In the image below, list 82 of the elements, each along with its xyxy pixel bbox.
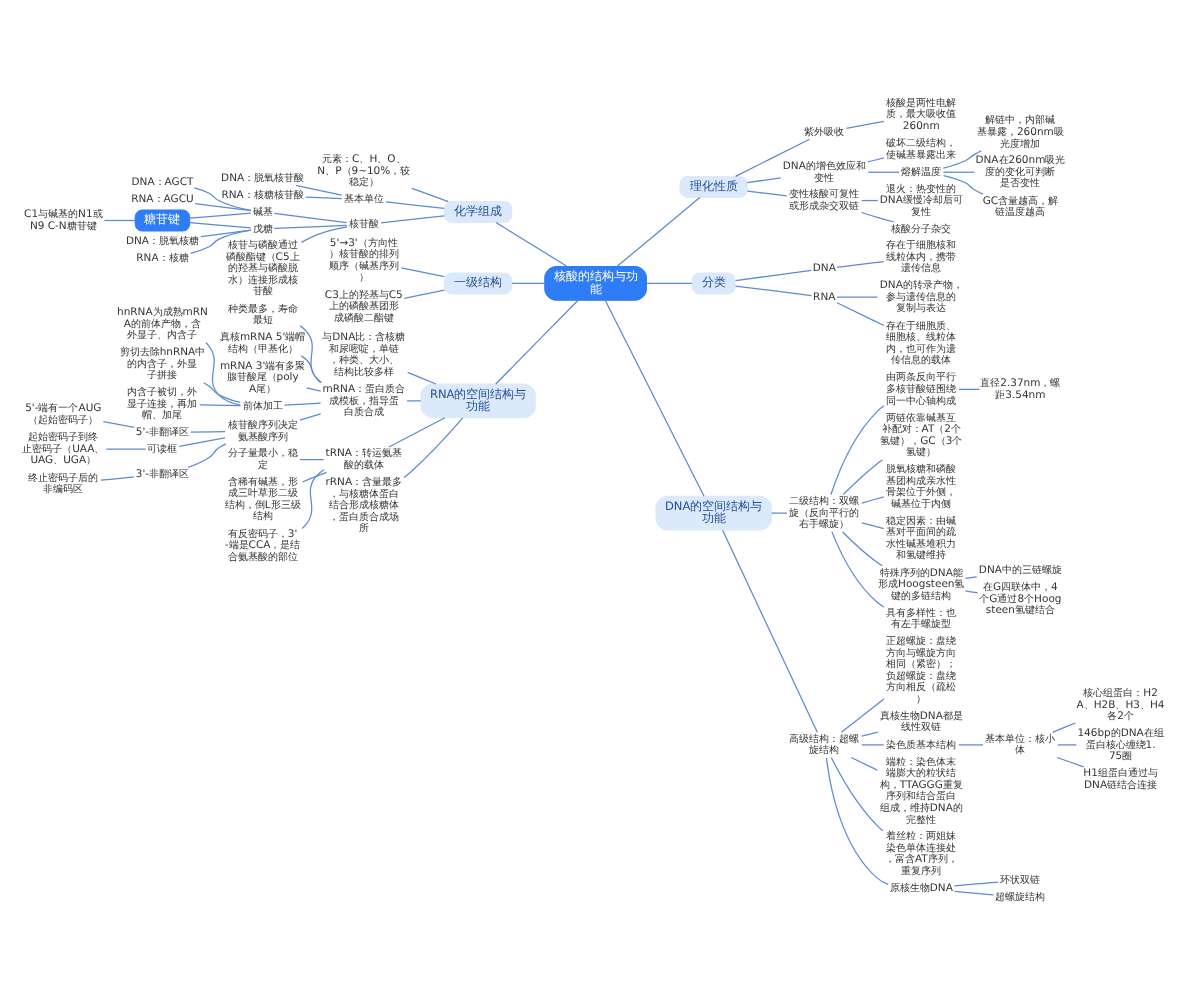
connector — [845, 120, 885, 130]
connector — [958, 388, 981, 390]
connector — [746, 190, 788, 197]
connector — [301, 469, 325, 530]
connector — [299, 413, 322, 421]
connector — [836, 302, 885, 327]
connector — [825, 757, 889, 886]
connector — [189, 222, 252, 229]
connector — [403, 417, 464, 479]
connector — [942, 174, 984, 195]
connector — [836, 261, 885, 268]
connector — [203, 382, 241, 404]
connector — [273, 212, 348, 224]
connector — [102, 421, 135, 428]
connector — [964, 576, 978, 579]
connector — [953, 881, 999, 887]
connector — [194, 202, 252, 212]
connector — [616, 196, 701, 268]
connector — [958, 744, 984, 746]
connector — [1057, 744, 1078, 746]
connector — [300, 355, 323, 384]
connector — [850, 756, 879, 771]
connector — [645, 282, 693, 285]
connector — [406, 400, 422, 402]
connector — [306, 387, 322, 392]
connector — [187, 443, 227, 469]
connector — [942, 150, 982, 169]
connector — [830, 405, 885, 496]
connector — [841, 531, 883, 567]
connector — [861, 731, 879, 737]
connector — [403, 289, 446, 299]
connector — [734, 269, 813, 282]
connector — [411, 187, 449, 203]
connector — [380, 215, 446, 224]
connector — [299, 459, 325, 461]
connector — [295, 184, 343, 196]
connector — [199, 404, 242, 407]
connector — [1056, 756, 1085, 768]
connector — [1051, 722, 1077, 733]
connector — [190, 431, 226, 433]
connector — [400, 267, 445, 278]
connector — [105, 448, 147, 450]
connector — [867, 157, 885, 163]
connector — [495, 299, 579, 385]
connector — [178, 437, 226, 447]
connector — [861, 744, 885, 746]
connector — [273, 224, 348, 230]
connector — [511, 282, 546, 285]
connector — [734, 138, 811, 178]
connector — [103, 219, 136, 222]
connector — [100, 476, 135, 481]
connector — [604, 299, 705, 497]
connector — [189, 212, 252, 219]
connector — [860, 211, 895, 223]
connector — [284, 402, 322, 406]
connector — [830, 756, 884, 832]
connector — [836, 296, 879, 298]
connector — [300, 226, 348, 243]
connector — [861, 496, 885, 504]
connector — [205, 342, 241, 406]
connector — [305, 196, 343, 200]
connector — [190, 229, 252, 254]
connector — [495, 222, 568, 268]
connector — [193, 187, 252, 212]
connector — [842, 459, 884, 496]
connector — [200, 229, 252, 238]
connector — [867, 171, 900, 173]
connector — [746, 177, 782, 184]
connector — [299, 325, 322, 384]
connector — [388, 417, 446, 448]
connector — [407, 371, 437, 385]
connector — [861, 522, 885, 530]
connector — [831, 531, 885, 608]
connector — [734, 285, 813, 297]
connector — [722, 529, 818, 733]
connector — [770, 512, 788, 514]
connector — [964, 590, 979, 594]
connector — [301, 471, 328, 483]
connector — [953, 890, 995, 896]
connector — [840, 698, 885, 733]
connector — [385, 201, 445, 210]
connector — [942, 171, 976, 173]
